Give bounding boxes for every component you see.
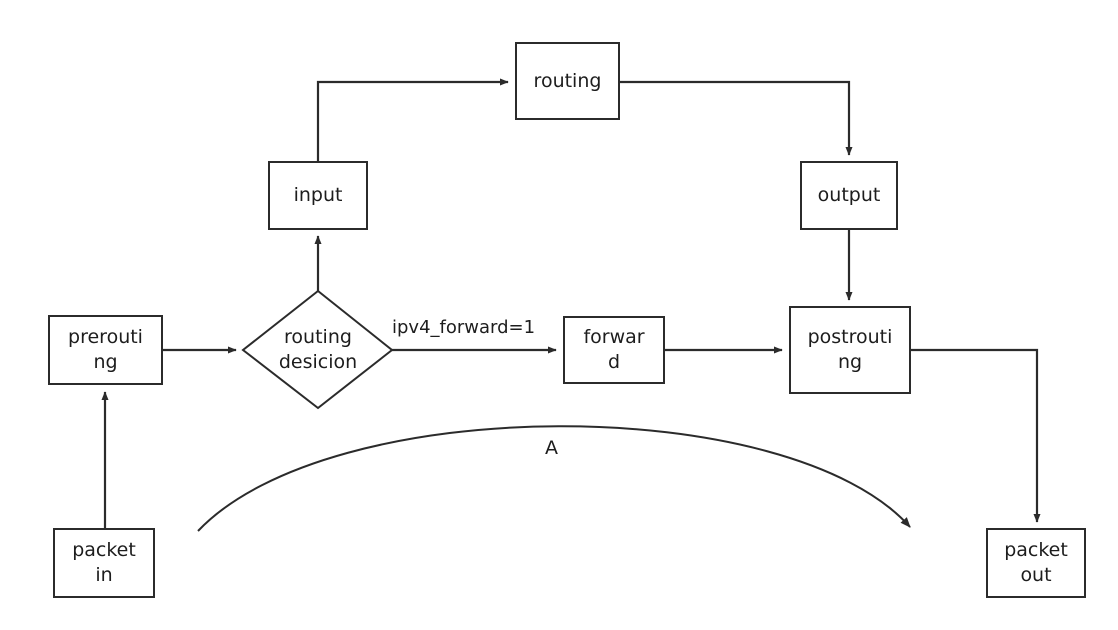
arc-label-a: A bbox=[545, 437, 558, 459]
node-packet-in-label: packet in bbox=[72, 539, 136, 586]
node-forward-label: forwar d bbox=[583, 326, 645, 373]
node-packet-out[interactable]: packet out bbox=[986, 528, 1086, 598]
node-input[interactable]: input bbox=[268, 161, 368, 230]
node-routing[interactable]: routing bbox=[515, 42, 620, 120]
node-postrouting[interactable]: postrouti ng bbox=[789, 306, 911, 394]
node-output[interactable]: output bbox=[800, 161, 898, 230]
node-prerouting-label: prerouti ng bbox=[68, 326, 143, 373]
node-forward[interactable]: forwar d bbox=[563, 316, 665, 384]
connector-routing-to-output bbox=[620, 80, 853, 156]
edge-label-ipv4-forward: ipv4_forward=1 bbox=[392, 317, 536, 338]
routing-decision-diamond-shape bbox=[241, 289, 394, 410]
connector-postrouting-to-packet-out bbox=[911, 348, 1041, 523]
node-packet-in[interactable]: packet in bbox=[53, 528, 155, 598]
node-routing-decision-label: routing desicion bbox=[278, 326, 358, 373]
node-output-label: output bbox=[817, 184, 881, 206]
node-postrouting-label: postrouti ng bbox=[807, 326, 893, 373]
connector-arc-a bbox=[197, 425, 911, 532]
node-input-label: input bbox=[293, 184, 343, 206]
node-packet-out-label: packet out bbox=[1004, 539, 1068, 586]
node-routing-label: routing bbox=[533, 69, 602, 92]
node-prerouting[interactable]: prerouti ng bbox=[48, 315, 163, 385]
node-routing-decision[interactable]: routing desicion bbox=[253, 325, 383, 375]
connector-input-to-routing bbox=[316, 78, 509, 161]
